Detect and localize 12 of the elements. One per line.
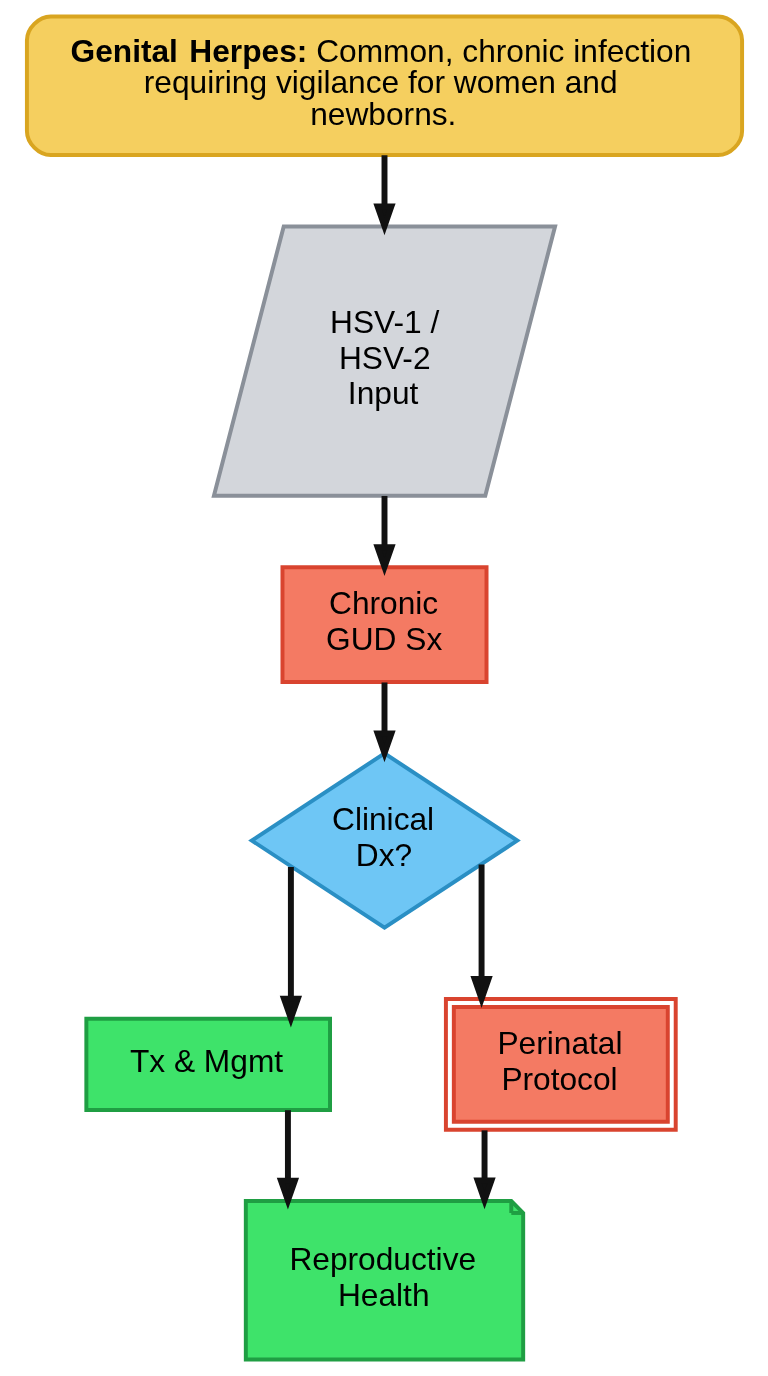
arrow xyxy=(372,682,396,763)
node-diamond: Clinical Dx? xyxy=(247,751,521,931)
arrow xyxy=(469,864,493,1008)
arrow xyxy=(279,867,302,1028)
node-box: Genital Herpes: Common, chronic infection requiring vigilance for women and newborns. xyxy=(24,14,744,158)
arrow xyxy=(472,1130,496,1210)
arrow xyxy=(276,1110,299,1210)
node-box: Tx & Mgmt xyxy=(83,1016,332,1112)
arrow xyxy=(372,155,396,236)
node-box: Chronic GUD Sx xyxy=(280,565,488,685)
arrow xyxy=(372,495,396,577)
node-box: Perinatal Protocol xyxy=(443,997,678,1132)
